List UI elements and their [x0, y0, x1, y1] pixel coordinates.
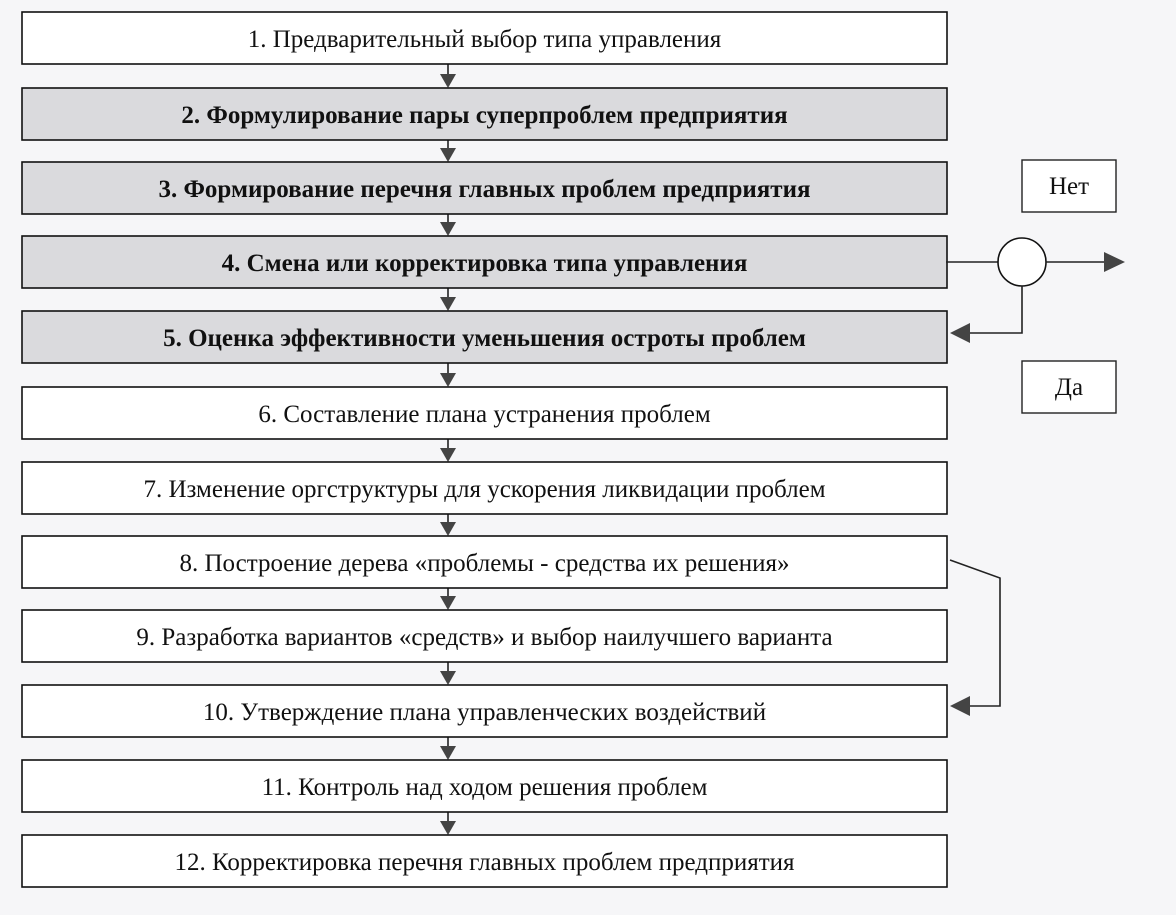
step-label: 11. Контроль над ходом решения проблем [262, 774, 708, 801]
step-box [21, 609, 948, 663]
flow-arrowhead [440, 596, 456, 610]
step-label: 7. Изменение оргструктуры для ускорения … [143, 476, 825, 503]
step-9: 9. Разработка вариантов «средств» и выбо… [21, 609, 948, 663]
step-box [21, 684, 948, 738]
flow-arrowhead [440, 373, 456, 387]
step-6: 6. Составление плана устранения проблем [21, 386, 948, 440]
decision-yes-label: Да [1055, 374, 1083, 401]
step-label: 12. Корректировка перечня главных пробле… [174, 849, 795, 876]
decision-yes-line [970, 286, 1023, 334]
step-4: 4. Смена или корректировка типа управлен… [21, 235, 948, 289]
bypass-8-to-10 [949, 559, 1001, 716]
step-box [21, 11, 948, 65]
step-label: 2. Формулирование пары суперпроблем пред… [181, 102, 787, 129]
step-box [21, 386, 948, 440]
decision-yes-arrowhead [950, 323, 970, 343]
flow-arrowhead [440, 522, 456, 536]
flow-arrowhead [440, 821, 456, 835]
step-label: 8. Построение дерева «проблемы - средств… [180, 550, 790, 577]
step-box [21, 759, 948, 813]
decision-no-box [1021, 159, 1117, 213]
step-label: 3. Формирование перечня главных проблем … [158, 176, 810, 203]
flow-arrowhead [440, 297, 456, 311]
step-label: 4. Смена или корректировка типа управлен… [222, 250, 748, 277]
step-label: 9. Разработка вариантов «средств» и выбо… [136, 624, 832, 651]
step-label: 5. Оценка эффективности уменьшения остро… [163, 325, 806, 352]
step-2: 2. Формулирование пары суперпроблем пред… [21, 87, 948, 141]
step-8: 8. Построение дерева «проблемы - средств… [21, 535, 948, 589]
step-label: 6. Составление плана устранения проблем [258, 401, 710, 428]
decision-yes-box [1021, 360, 1117, 414]
step-box [21, 310, 948, 364]
decision-no-arrowhead [1104, 252, 1125, 272]
step-11: 11. Контроль над ходом решения проблем [21, 759, 948, 813]
flow-arrowhead [440, 671, 456, 685]
step-boxes: 1. Предварительный выбор типа управления… [21, 11, 948, 888]
bypass-arrowhead [950, 696, 970, 716]
step-box [21, 87, 948, 141]
connectors [440, 64, 456, 835]
step-7: 7. Изменение оргструктуры для ускорения … [21, 461, 948, 515]
step-box [21, 535, 948, 589]
decision-no-label: Нет [1049, 173, 1089, 200]
step-box [21, 461, 948, 515]
step-10: 10. Утверждение плана управленческих воз… [21, 684, 948, 738]
step-5: 5. Оценка эффективности уменьшения остро… [21, 310, 948, 364]
flow-arrowhead [440, 148, 456, 162]
step-3: 3. Формирование перечня главных проблем … [21, 161, 948, 215]
flow-arrowhead [440, 74, 456, 88]
step-box [21, 235, 948, 289]
step-12: 12. Корректировка перечня главных пробле… [21, 834, 948, 888]
step-box [21, 161, 948, 215]
step-box [21, 834, 948, 888]
step-label: 10. Утверждение плана управленческих воз… [203, 699, 766, 726]
step-1: 1. Предварительный выбор типа управления [21, 11, 948, 65]
flow-arrowhead [440, 746, 456, 760]
decision-node [997, 237, 1047, 287]
decision-branch: Нет Да [946, 159, 1125, 414]
flow-arrowhead [440, 222, 456, 236]
step-label: 1. Предварительный выбор типа управления [248, 26, 722, 53]
bypass-line [949, 559, 1001, 707]
flow-arrowhead [440, 448, 456, 462]
